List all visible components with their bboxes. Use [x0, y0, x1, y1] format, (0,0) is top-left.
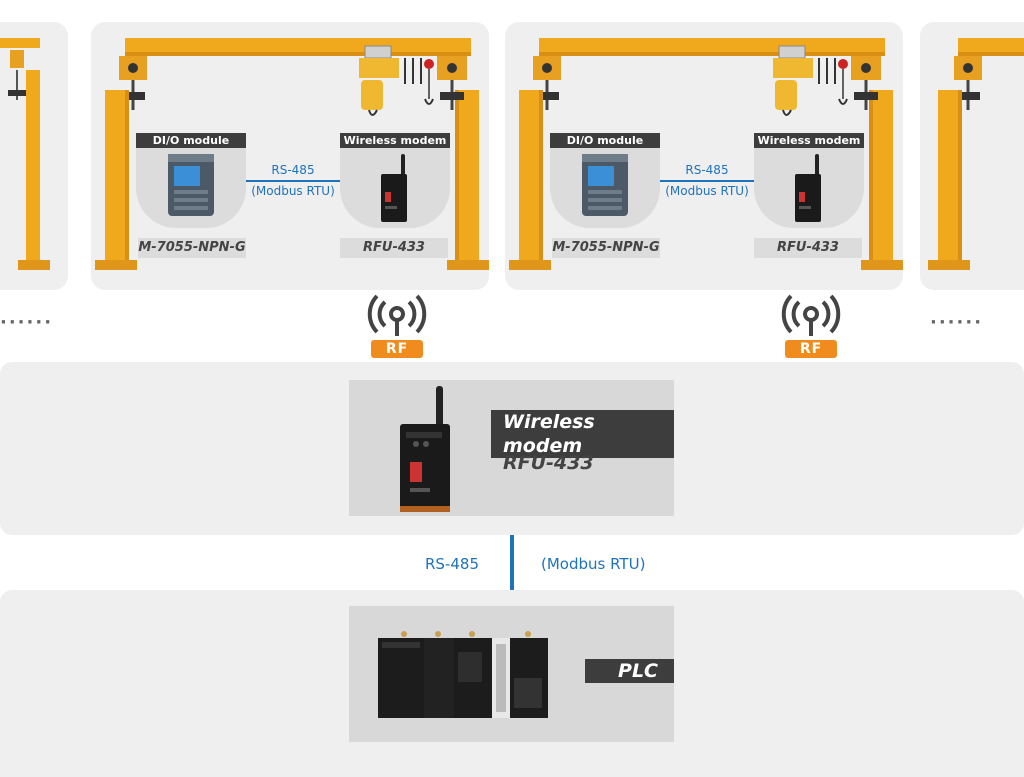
wireless-modem-icon	[795, 154, 821, 222]
crane-icon	[928, 38, 1024, 270]
plc-icon	[378, 631, 548, 718]
plc-header-text: PLC	[618, 660, 658, 682]
dio-module-header: DI/O module	[550, 133, 660, 148]
rf-badge: RF	[371, 340, 423, 358]
dio-module-model: M-7055-NPN-G	[552, 238, 660, 258]
antenna-signal-icon	[367, 294, 427, 336]
hoist-icon	[773, 45, 848, 116]
link-protocol-label: RS-485	[271, 163, 315, 177]
plc-header: PLC	[585, 659, 674, 683]
wireless-modem-model: RFU-433	[340, 238, 448, 258]
wireless-modem-icon	[400, 386, 450, 512]
master-modem-header-text: Wireless modem	[503, 411, 595, 457]
dio-module-header: DI/O module	[136, 133, 246, 148]
link-protocol-label: RS-485	[685, 163, 729, 177]
rf-badge: RF	[785, 340, 837, 358]
master-modem-header: Wireless modem	[491, 410, 674, 458]
dio-module-model: M-7055-NPN-G	[138, 238, 246, 258]
wireless-modem-header: Wireless modem	[340, 133, 450, 148]
crane-icon	[0, 38, 50, 270]
antenna-signal-icon	[781, 294, 841, 336]
link-mode-label: (Modbus RTU)	[251, 184, 335, 198]
bus-protocol-label: RS-485	[425, 555, 479, 573]
more-units-left-indicator: ······	[0, 312, 54, 333]
hoist-icon	[359, 45, 434, 116]
dio-module-icon	[582, 154, 628, 216]
bus-mode-label: (Modbus RTU)	[541, 555, 646, 573]
more-units-right-indicator: ······	[930, 312, 984, 333]
rs485-bus-line	[510, 535, 514, 590]
rs485-link-line	[246, 180, 340, 182]
rs485-link-line	[660, 180, 754, 182]
dio-module-icon	[168, 154, 214, 216]
link-mode-label: (Modbus RTU)	[665, 184, 749, 198]
wireless-modem-model: RFU-433	[754, 238, 862, 258]
wireless-modem-icon	[381, 154, 407, 222]
wireless-modem-header: Wireless modem	[754, 133, 864, 148]
master-modem-model: RFU-433	[503, 452, 594, 474]
